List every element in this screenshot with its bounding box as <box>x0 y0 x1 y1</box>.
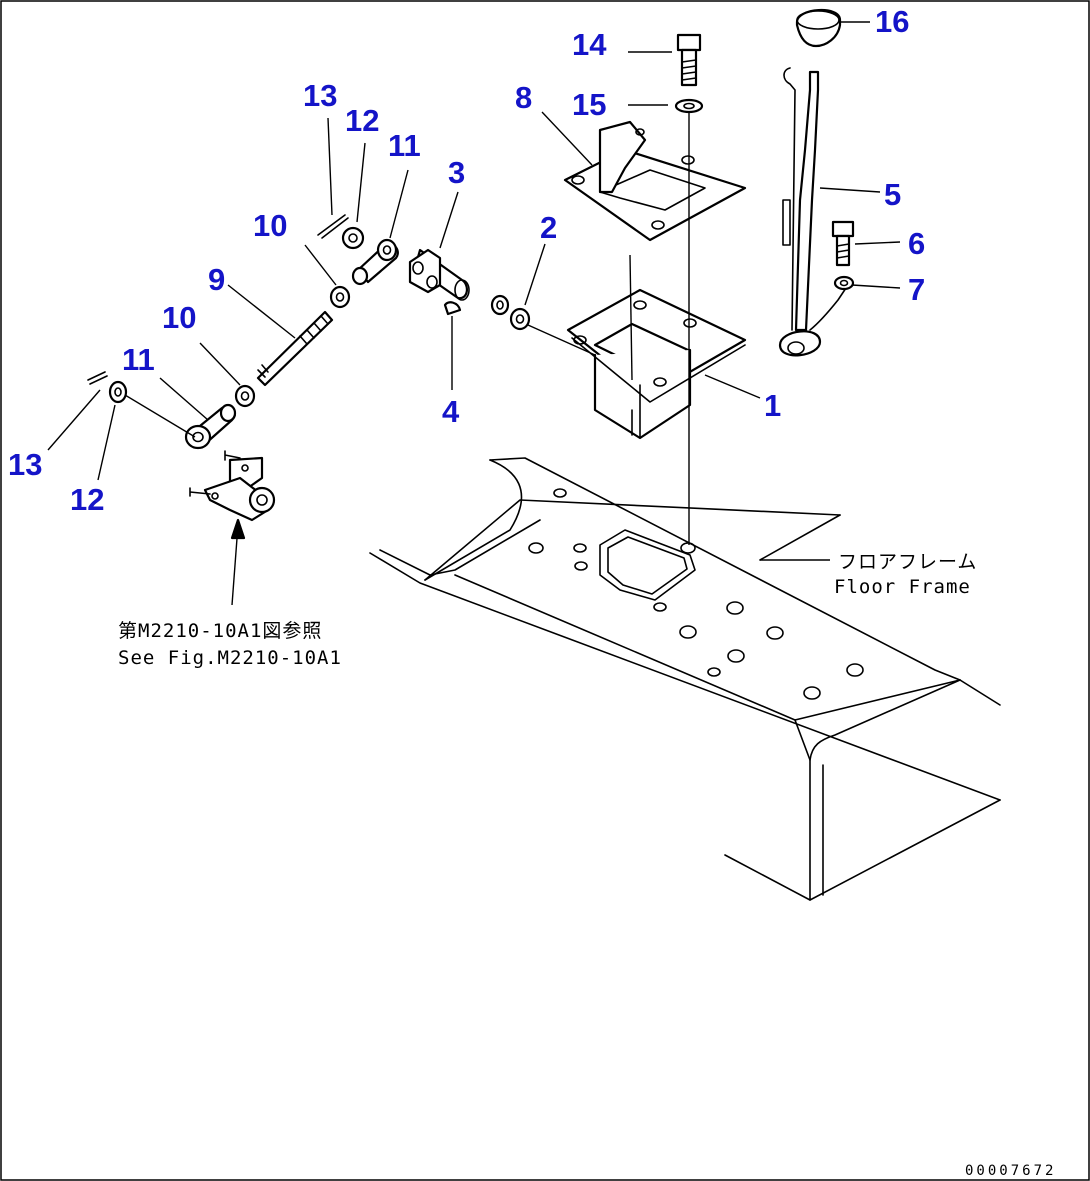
callout-2: 2 <box>540 210 557 245</box>
callout-3: 3 <box>448 155 465 190</box>
part-14-bolt <box>676 33 702 87</box>
callout-11-lower: 11 <box>122 342 155 377</box>
callout-15: 15 <box>572 87 606 122</box>
part-10-lock-nut-upper <box>329 285 351 309</box>
part-3-shaft <box>408 248 470 301</box>
floor-frame-label-ja: フロアフレーム <box>838 551 977 573</box>
document-number: 00007672 <box>965 1163 1056 1179</box>
callout-12-lower: 12 <box>70 482 104 517</box>
part-4-pin <box>443 301 462 316</box>
part-1-bracket-box <box>566 288 747 440</box>
callout-13-lower: 13 <box>8 447 42 482</box>
callout-12-upper: 12 <box>345 103 379 138</box>
part-15-washer <box>674 98 704 114</box>
part-8-cover-plate <box>563 120 747 242</box>
part-7-washer <box>833 275 855 291</box>
part-10-lock-nut-lower <box>234 384 256 408</box>
callouts: 16 14 15 8 13 12 11 3 2 5 6 7 10 9 10 11… <box>8 4 925 517</box>
part-5-lever <box>778 67 849 357</box>
referenced-bellcrank <box>189 450 276 522</box>
part-13-cotter-pin-upper <box>317 214 349 239</box>
callout-1: 1 <box>764 388 781 423</box>
callout-5: 5 <box>884 177 901 212</box>
callout-7: 7 <box>908 272 925 307</box>
part-12-nut-upper <box>341 226 365 250</box>
leader-lines <box>47 21 901 606</box>
callout-6: 6 <box>908 226 925 261</box>
part-11-rod-end-upper <box>351 238 399 286</box>
part-2-bushing <box>490 294 531 331</box>
reference-note-en: See Fig.M2210-10A1 <box>118 647 342 669</box>
callout-11-upper: 11 <box>388 128 421 163</box>
reference-note-ja: 第M2210-10A1図参照 <box>118 620 322 642</box>
callout-10-upper: 10 <box>253 208 287 243</box>
callout-9: 9 <box>208 262 225 297</box>
callout-13-upper: 13 <box>303 78 337 113</box>
callout-4: 4 <box>442 394 460 429</box>
callout-14: 14 <box>572 27 607 62</box>
callout-16: 16 <box>875 4 909 39</box>
callout-10-lower: 10 <box>162 300 196 335</box>
floor-frame <box>369 457 1001 901</box>
part-6-bolt <box>831 220 855 267</box>
callout-8: 8 <box>515 80 532 115</box>
part-16-knob <box>795 8 842 48</box>
part-13-cotter-pin-lower <box>87 371 108 385</box>
part-12-nut-lower <box>108 380 128 404</box>
part-11-rod-end-lower <box>184 403 237 450</box>
floor-frame-label-en: Floor Frame <box>834 576 971 598</box>
part-9-rod <box>256 310 334 387</box>
